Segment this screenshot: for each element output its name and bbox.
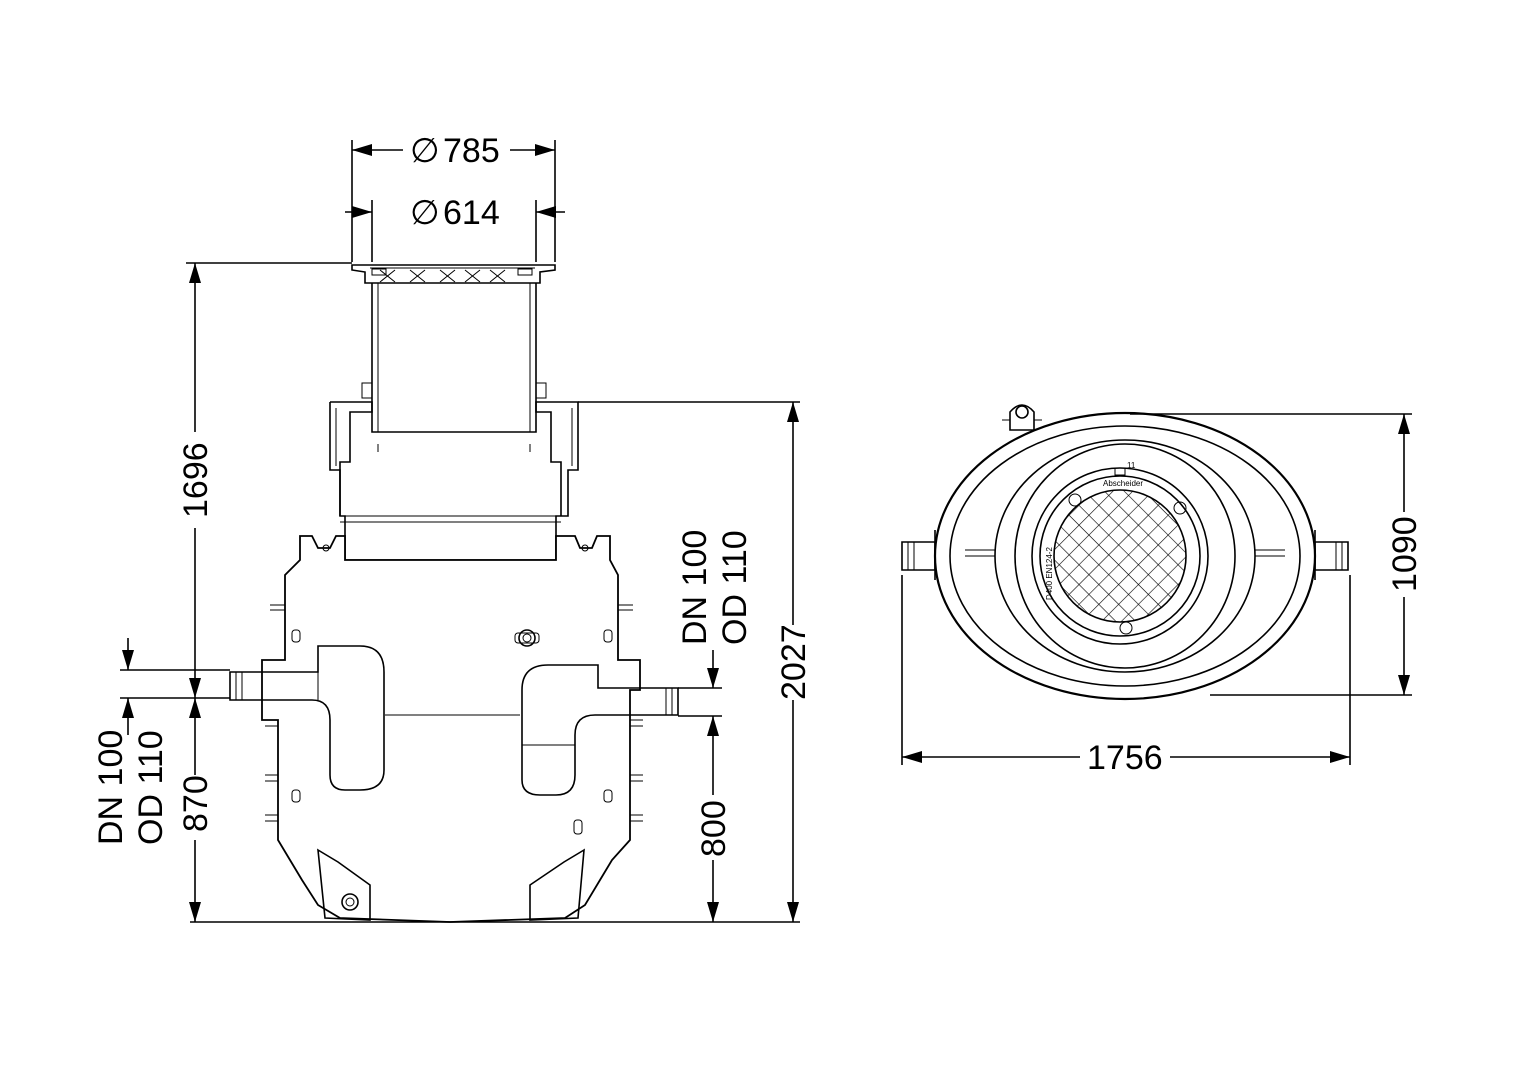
adapter-section	[329, 401, 579, 561]
dim-800: 800	[695, 716, 733, 922]
outlet-pipe	[521, 664, 679, 796]
outlet-dn-label: DN 100	[676, 530, 714, 645]
inlet-od-label: OD 110	[132, 730, 170, 845]
side-view: ∅ 785 ∅ 614 1696	[92, 132, 813, 923]
dim-614-label: 614	[443, 194, 500, 232]
dim-870-label: 870	[177, 775, 215, 832]
cover-number: 11	[1127, 461, 1136, 470]
cover-text: Abscheider	[1103, 479, 1143, 488]
dim-outlet-dn: DN 100 OD 110	[676, 530, 754, 717]
inlet-pipe	[229, 645, 385, 791]
riser-shaft	[361, 283, 547, 433]
inlet-dn-label: DN 100	[92, 730, 130, 845]
dim-1756-label: 1756	[1087, 739, 1163, 777]
top-outlet-stub	[1314, 541, 1349, 571]
tank-body	[261, 535, 643, 923]
top-inlet-stub	[901, 541, 936, 571]
dim-1090: 1090	[1130, 413, 1424, 696]
dim-diameter-785: ∅ 785	[351, 132, 556, 262]
outlet-od-label: OD 110	[716, 530, 754, 645]
diameter-symbol-614: ∅	[410, 194, 440, 232]
lifting-lug	[1002, 404, 1042, 431]
dim-785-label: 785	[443, 132, 500, 170]
dim-800-label: 800	[695, 800, 733, 857]
top-view: Abscheider 11 D400 EN124-2 1090 1756	[901, 404, 1424, 777]
dim-2027-label: 2027	[775, 624, 813, 700]
dim-1090-label: 1090	[1386, 516, 1424, 592]
dim-diameter-614: ∅ 614	[345, 194, 565, 262]
dim-870: 870	[120, 697, 230, 922]
dim-inlet-dn: DN 100 OD 110	[92, 638, 230, 845]
dim-2027: 2027	[190, 401, 813, 923]
dim-1696-label: 1696	[177, 442, 215, 518]
dim-1756: 1756	[901, 575, 1351, 777]
diameter-symbol-785: ∅	[410, 132, 440, 170]
manhole-cover-frame	[351, 264, 556, 284]
cover-text-side: D400 EN124-2	[1045, 547, 1054, 600]
manhole-cover: Abscheider 11 D400 EN124-2	[1031, 461, 1209, 645]
